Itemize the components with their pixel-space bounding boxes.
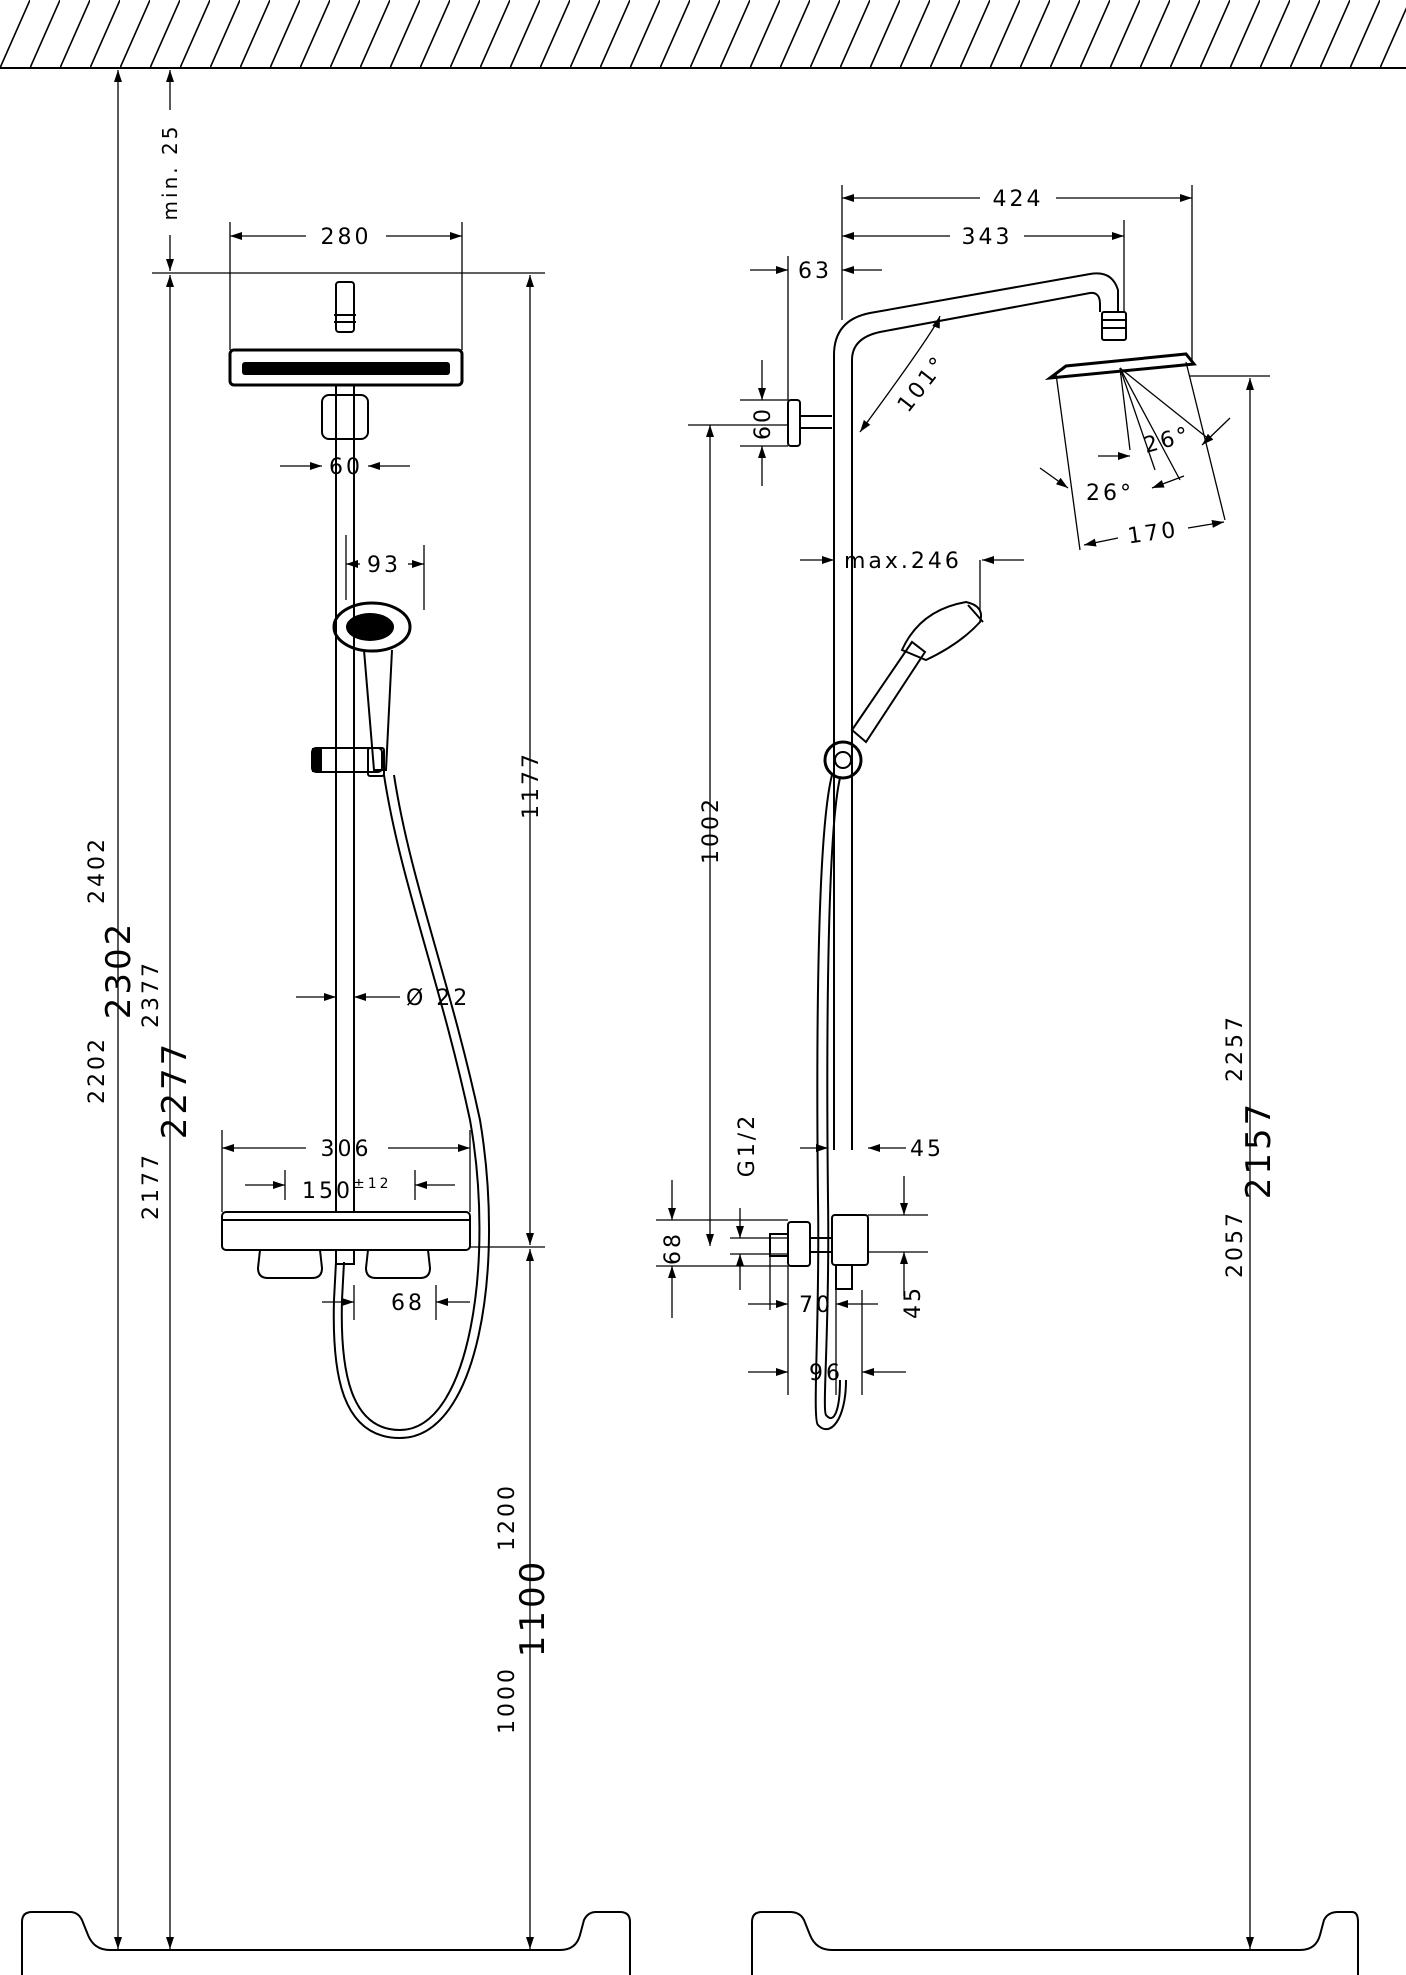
dim-101-deg: 101°: [893, 351, 953, 418]
dim-1177: 1177: [519, 751, 544, 819]
dim-45-lower: 45: [901, 1285, 926, 1319]
dim-2277: 2277: [155, 1041, 195, 1140]
dim-45-upper: 45: [910, 1137, 944, 1162]
dim-68-front: 68: [391, 1291, 425, 1316]
dim-26-deg-lower: 26°: [1086, 481, 1134, 506]
dim-60-front: 60: [329, 455, 363, 480]
front-view-labels: 2202 2302 2402 2177 2277 2377 min. 25 28…: [85, 124, 553, 1734]
dim-min-25: min. 25: [158, 124, 182, 221]
dim-150-value: 150: [302, 1179, 353, 1204]
dim-2302: 2302: [99, 921, 139, 1020]
dim-2057: 2057: [1223, 1210, 1248, 1278]
dim-2377: 2377: [139, 960, 164, 1028]
dim-g12: G1/2: [735, 1113, 760, 1177]
dim-93: 93: [367, 553, 401, 578]
dim-280: 280: [321, 225, 372, 250]
dim-2402: 2402: [85, 836, 110, 904]
dim-2177: 2177: [139, 1152, 164, 1220]
dim-150-tolerance: ±12: [353, 1176, 392, 1192]
dim-63: 63: [798, 259, 832, 284]
dim-1000: 1000: [495, 1666, 520, 1734]
floor-right: [751, 1911, 1359, 1975]
front-view-dimensions: [114, 70, 545, 1949]
dim-60-side: 60: [751, 406, 776, 440]
dim-170: 170: [1126, 518, 1180, 550]
dim-max-246: max.246: [844, 549, 962, 574]
side-view-dimensions: [656, 185, 1270, 1949]
dim-diameter-22: Ø 22: [406, 986, 470, 1011]
side-view-product: [769, 272, 1197, 1431]
dim-150: 150±12: [302, 1176, 392, 1204]
side-view-labels: 424 343 63 60 101° 26° 26° 170 max.246 1…: [661, 187, 1279, 1386]
dim-424: 424: [993, 187, 1044, 212]
ceiling-hatch: [0, 0, 1406, 69]
dim-306: 306: [321, 1137, 372, 1162]
dim-2257: 2257: [1223, 1014, 1248, 1082]
dim-68-side: 68: [661, 1231, 686, 1265]
dim-70: 70: [799, 1293, 833, 1318]
dim-343: 343: [962, 225, 1013, 250]
dim-1100: 1100: [513, 1559, 553, 1658]
dim-1002: 1002: [699, 796, 724, 864]
dim-1200: 1200: [495, 1483, 520, 1551]
dim-96: 96: [809, 1361, 843, 1386]
floor-left: [21, 1911, 631, 1975]
dim-2202: 2202: [85, 1036, 110, 1104]
dim-26-deg-upper: 26°: [1141, 422, 1194, 459]
front-view-product: [221, 281, 491, 1440]
dim-2157: 2157: [1239, 1101, 1279, 1200]
